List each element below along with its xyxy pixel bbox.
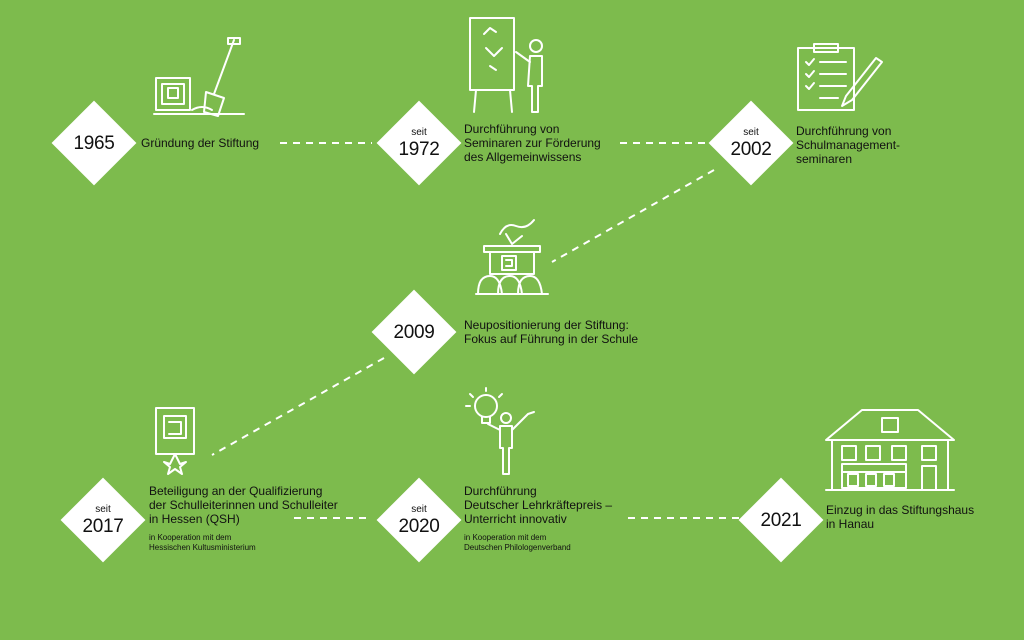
label-line: Durchführung von [796,124,892,138]
note-line: Deutschen Philologenverband [464,542,571,552]
milestone-2021: 2021 [738,477,824,563]
clipboard-icon [797,43,883,111]
certificate-icon [155,407,195,475]
house-icon [825,409,955,491]
milestone-year: 2021 [760,509,802,531]
milestone-label-2017: Beteiligung an der Qualifizierung der Sc… [149,484,338,526]
lightbulb-person-icon [465,387,535,475]
milestone-prefix: seit [411,503,427,515]
connector-2009-2017 [211,357,385,456]
note-line: in Kooperation mit dem [149,533,232,542]
label-line: Schulmanagement- [796,138,901,152]
milestone-year: 2017 [82,515,124,537]
note-line: Hessischen Kultusministerium [149,542,256,552]
milestone-1965: 1965 [51,100,137,186]
label-line: Beteiligung an der Qualifizierung [149,484,323,498]
label-line: Deutscher Lehrkräftepreis – [464,498,613,512]
milestone-year: 2009 [393,321,435,343]
milestone-label-1965: Gründung der Stiftung [141,136,259,150]
milestone-label-2021: Einzug in das Stiftungshaus in Hanau [826,503,974,531]
presenter-icon [469,17,543,113]
note-line: in Kooperation mit dem [464,533,547,542]
shovel-icon [153,37,245,117]
milestone-prefix: seit [95,503,111,515]
milestone-prefix: seit [743,126,759,138]
label-line: Fokus auf Führung in der Schule [464,332,639,346]
connector-2002-2009 [551,169,715,263]
milestone-year: 2020 [398,515,440,537]
label-line: Gründung der Stiftung [141,136,260,150]
milestone-note-2020: in Kooperation mit dem Deutschen Philolo… [464,533,571,552]
milestone-label-2020: Durchführung Deutscher Lehrkräftepreis –… [464,484,612,526]
label-line: seminaren [796,152,853,166]
milestone-label-2002: Durchführung von Schulmanagement- semina… [796,124,900,166]
milestone-year: 2002 [730,138,772,160]
label-line: Unterricht innovativ [464,512,567,526]
label-line: Durchführung von [464,122,560,136]
label-line: der Schulleiterinnen und Schulleiter [149,498,338,512]
milestone-2009: 2009 [371,289,457,375]
milestone-prefix: seit [411,126,427,138]
label-line: Neupositionierung der Stiftung: [464,318,629,332]
label-line: des Allgemeinwissens [464,150,582,164]
milestone-note-2017: in Kooperation mit dem Hessischen Kultus… [149,533,256,552]
label-line: Durchführung [464,484,537,498]
label-line: in Hanau [826,517,875,531]
milestone-label-2009: Neupositionierung der Stiftung: Fokus au… [464,318,638,346]
podium-icon [475,219,549,295]
milestone-year: 1965 [73,132,115,154]
label-line: Einzug in das Stiftungshaus [826,503,975,517]
milestone-label-1972: Durchführung von Seminaren zur Förderung… [464,122,601,164]
label-line: Seminaren zur Förderung [464,136,601,150]
milestone-year: 1972 [398,138,440,160]
label-line: in Hessen (QSH) [149,512,240,526]
